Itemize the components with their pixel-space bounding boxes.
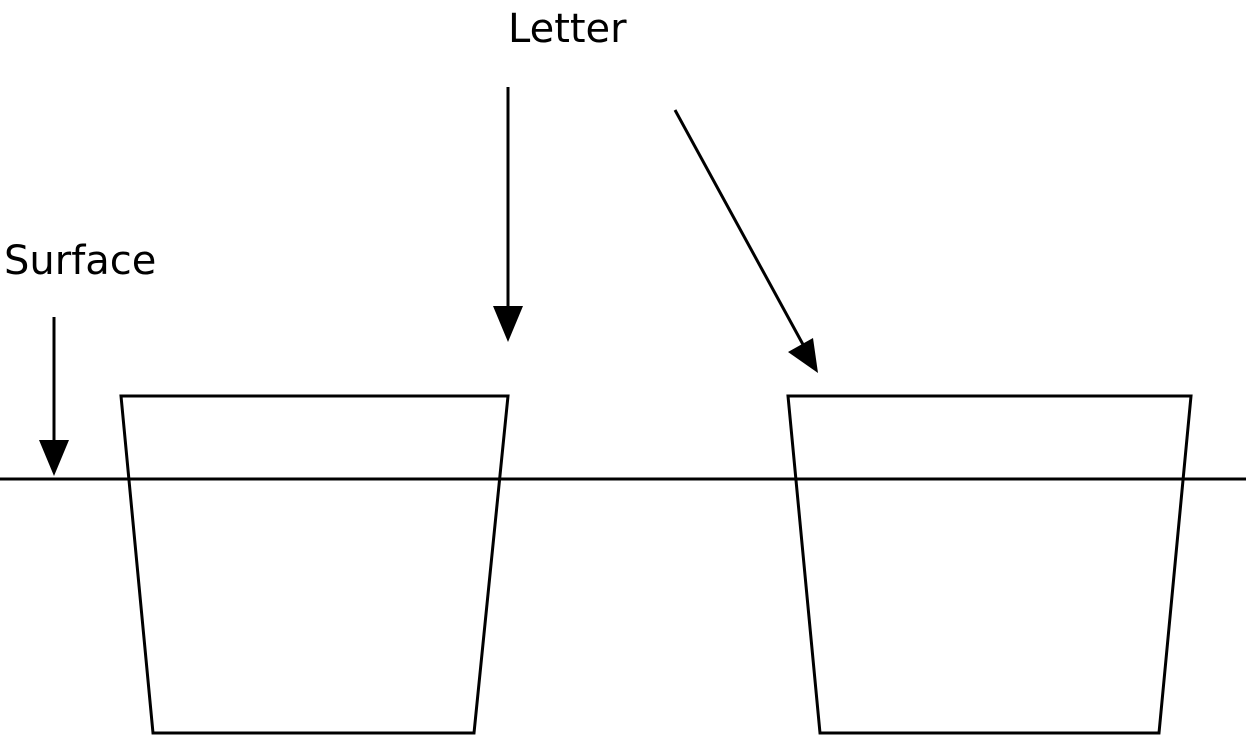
surface-arrow: [39, 317, 69, 476]
surface-label: Surface: [4, 238, 156, 284]
letter-arrow-right: [673, 109, 818, 373]
letter-block-right: [786, 394, 1193, 735]
letter-arrow-left: [493, 87, 523, 342]
letter-label: Letter: [508, 6, 627, 52]
letter-block-left: [119, 394, 510, 735]
